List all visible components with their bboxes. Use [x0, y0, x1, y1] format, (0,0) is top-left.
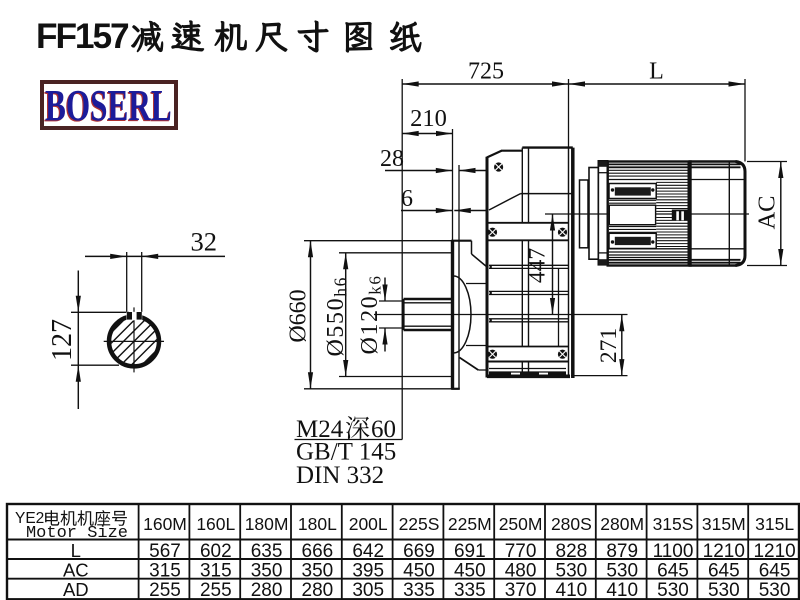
svg-text:645: 645 [708, 560, 740, 581]
svg-text:410: 410 [556, 580, 588, 600]
svg-text:725: 725 [468, 59, 504, 85]
svg-text:567: 567 [149, 541, 181, 562]
svg-text:530: 530 [606, 560, 638, 581]
svg-text:1210: 1210 [753, 541, 795, 562]
svg-text:255: 255 [200, 580, 232, 600]
svg-text:879: 879 [606, 541, 638, 562]
svg-text:160M: 160M [143, 514, 187, 534]
svg-text:635: 635 [251, 541, 283, 562]
svg-text:210: 210 [410, 105, 447, 132]
svg-text:280M: 280M [600, 514, 644, 534]
svg-text:GB/T 145: GB/T 145 [296, 439, 396, 466]
svg-text:335: 335 [454, 580, 486, 600]
svg-text:DIN 332: DIN 332 [296, 462, 384, 489]
svg-text:Motor Size: Motor Size [26, 524, 128, 543]
svg-text:1100: 1100 [653, 541, 694, 562]
svg-text:305: 305 [352, 580, 384, 600]
svg-text:450: 450 [454, 560, 486, 581]
svg-text:350: 350 [251, 560, 283, 581]
svg-text:530: 530 [556, 560, 588, 581]
svg-text:350: 350 [302, 560, 334, 581]
svg-text:32: 32 [190, 227, 217, 257]
svg-text:YE2: YE2 [15, 510, 44, 527]
svg-text:180L: 180L [298, 514, 337, 534]
svg-text:530: 530 [657, 580, 689, 600]
svg-text:828: 828 [556, 541, 588, 562]
svg-text:370: 370 [505, 580, 537, 600]
svg-text:L: L [71, 540, 81, 561]
svg-text:M24: M24 [296, 416, 344, 443]
svg-text:315S: 315S [653, 514, 694, 534]
svg-text:315: 315 [200, 560, 232, 581]
svg-text:28: 28 [380, 146, 404, 172]
svg-text:180M: 180M [245, 514, 289, 534]
svg-text:480: 480 [505, 560, 537, 581]
svg-text:410: 410 [606, 580, 638, 600]
svg-text:225S: 225S [399, 514, 440, 534]
svg-text:280S: 280S [551, 514, 592, 534]
svg-text:127: 127 [47, 319, 78, 361]
svg-text:6: 6 [401, 186, 413, 212]
svg-text:691: 691 [454, 541, 486, 562]
svg-text:602: 602 [200, 541, 232, 562]
svg-text:645: 645 [657, 560, 689, 581]
svg-text:530: 530 [759, 580, 791, 600]
svg-text:315: 315 [149, 560, 181, 581]
svg-text:770: 770 [505, 541, 537, 562]
svg-text:315M: 315M [702, 514, 746, 534]
svg-text:L: L [649, 59, 664, 85]
svg-text:200L: 200L [349, 514, 388, 534]
svg-text:250M: 250M [499, 514, 543, 534]
svg-text:160L: 160L [196, 514, 235, 534]
svg-text:60: 60 [371, 416, 396, 443]
svg-text:666: 666 [302, 541, 334, 562]
svg-text:AD: AD [63, 579, 89, 600]
svg-text:335: 335 [403, 580, 435, 600]
svg-text:450: 450 [403, 560, 435, 581]
svg-text:280: 280 [302, 580, 334, 600]
svg-text:530: 530 [708, 580, 740, 600]
svg-text:280: 280 [251, 580, 283, 600]
svg-text:225M: 225M [448, 514, 492, 534]
svg-text:Ø660: Ø660 [286, 289, 312, 342]
svg-text:255: 255 [149, 580, 181, 600]
svg-text:Ø550h6: Ø550h6 [323, 276, 351, 356]
svg-text:315L: 315L [755, 514, 794, 534]
svg-text:642: 642 [352, 541, 384, 562]
svg-text:1210: 1210 [703, 541, 745, 562]
svg-text:AC: AC [63, 559, 89, 580]
svg-text:645: 645 [759, 560, 791, 581]
svg-text:395: 395 [352, 560, 384, 581]
svg-text:271: 271 [596, 328, 622, 363]
svg-text:AC: AC [754, 195, 781, 229]
svg-text:669: 669 [403, 541, 435, 562]
